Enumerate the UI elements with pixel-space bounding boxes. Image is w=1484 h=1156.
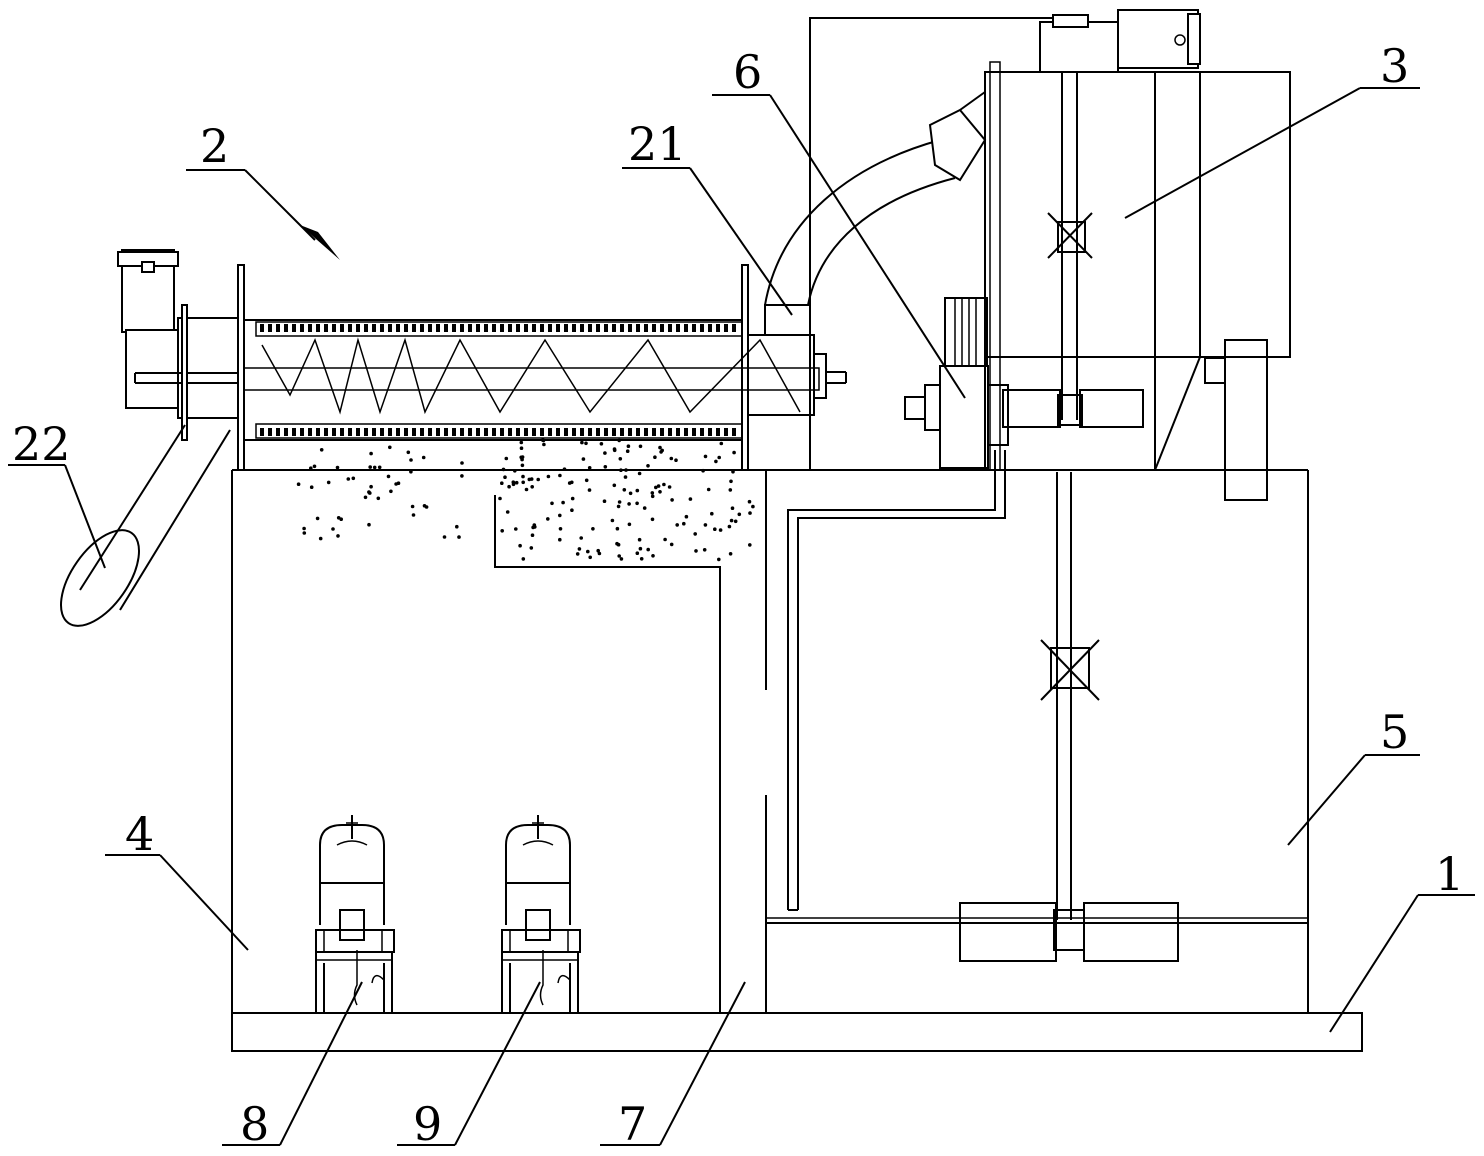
label-7: 7 bbox=[618, 1097, 647, 1151]
dosing-pipe bbox=[787, 450, 1006, 911]
tank-3 bbox=[810, 9, 1291, 501]
label-8: 8 bbox=[240, 1097, 269, 1151]
base-plate bbox=[231, 1012, 1363, 1052]
label-5: 5 bbox=[1380, 705, 1409, 759]
screw-conveyor-2 bbox=[59, 249, 847, 627]
submersible-pump-9 bbox=[501, 815, 581, 1013]
label-3: 3 bbox=[1380, 39, 1409, 93]
label-21: 21 bbox=[628, 117, 687, 171]
falling-particles bbox=[296, 438, 755, 562]
leader-lines bbox=[8, 87, 1475, 1146]
label-2: 2 bbox=[200, 119, 229, 173]
label-9: 9 bbox=[413, 1097, 442, 1151]
label-4: 4 bbox=[125, 807, 154, 861]
agitator-tank-5 bbox=[959, 472, 1179, 962]
support-frame bbox=[809, 17, 1060, 470]
label-1: 1 bbox=[1435, 847, 1464, 901]
tank-5 bbox=[766, 469, 1309, 1013]
label-6: 6 bbox=[733, 45, 762, 99]
label-22: 22 bbox=[12, 417, 71, 471]
screen-teeth-bottom bbox=[260, 428, 736, 436]
submersible-pump-8 bbox=[315, 815, 395, 1013]
screen-teeth-top bbox=[260, 324, 736, 332]
pump-6 bbox=[904, 297, 1009, 469]
tank-4 bbox=[231, 469, 810, 1013]
feed-hose bbox=[764, 91, 987, 336]
